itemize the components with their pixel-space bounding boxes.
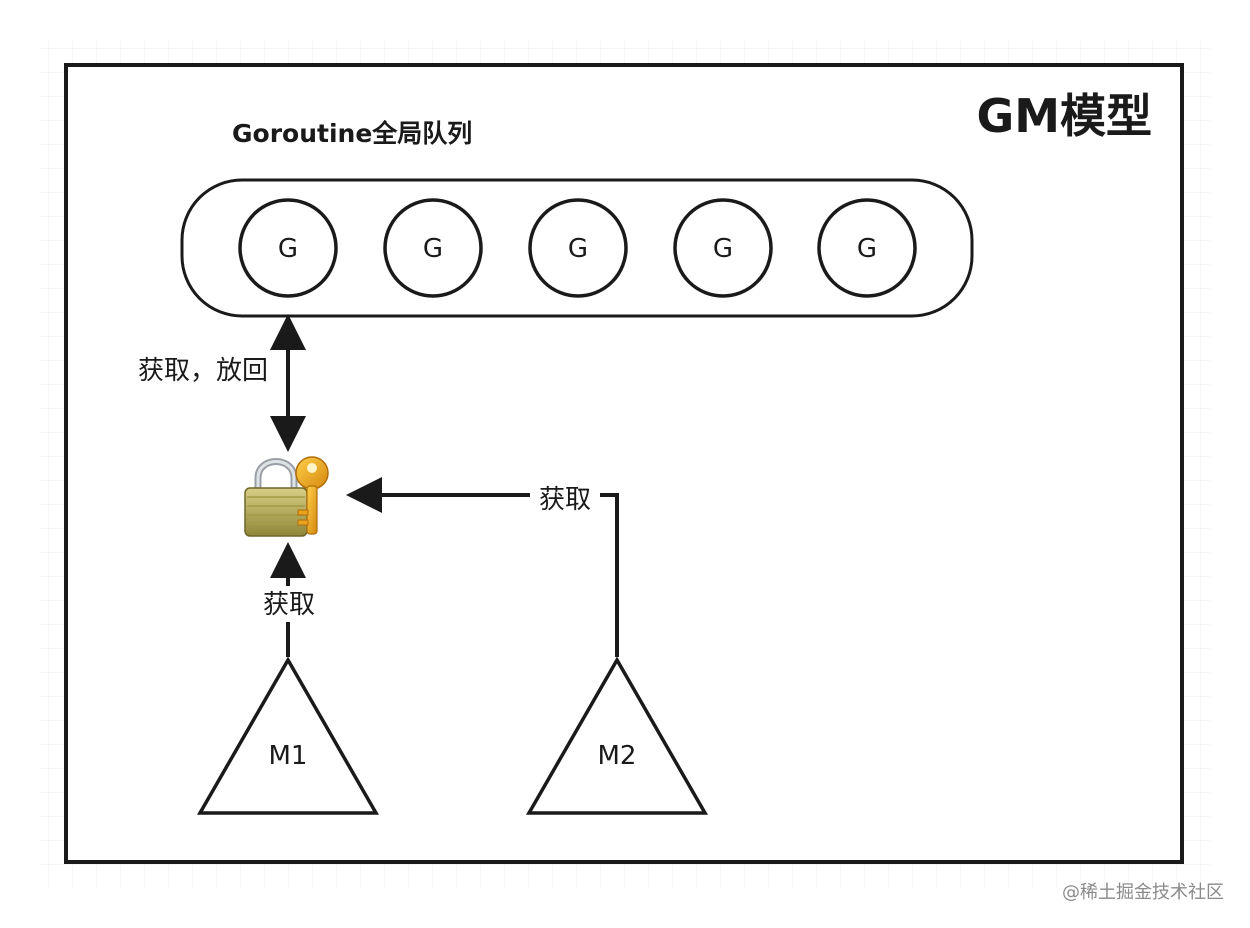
m1-label-bg bbox=[254, 586, 324, 622]
m2-lock-edge-label: 获取 bbox=[539, 485, 591, 515]
goroutine-label: G bbox=[857, 234, 877, 264]
watermark: @稀土掘金技术社区 bbox=[1062, 882, 1224, 903]
goroutine-circle bbox=[673, 198, 773, 298]
lock-with-key-icon bbox=[244, 456, 329, 537]
goroutine-label: G bbox=[568, 234, 588, 264]
m2-lock-arrow bbox=[346, 477, 619, 657]
machine-m1: M1 bbox=[196, 656, 380, 815]
machine-m2: M2 bbox=[525, 656, 709, 815]
goroutine-label: G bbox=[713, 234, 733, 264]
goroutine-circle bbox=[383, 198, 483, 298]
goroutine-4: G bbox=[673, 198, 773, 298]
machine-label: M1 bbox=[269, 741, 308, 771]
goroutine-3: G bbox=[528, 198, 628, 298]
goroutine-5: G bbox=[817, 198, 917, 298]
machine-triangle bbox=[525, 656, 709, 815]
goroutine-circle bbox=[528, 198, 628, 298]
queue-title: Goroutine全局队列 bbox=[232, 119, 472, 148]
queue-lock-edge-label: 获取，放回 bbox=[138, 356, 268, 386]
m2-label-bg bbox=[530, 478, 600, 514]
goroutine-circle bbox=[817, 198, 917, 298]
m1-lock-edge-label: 获取 bbox=[263, 590, 315, 620]
goroutine-label: G bbox=[278, 234, 298, 264]
diagram-title: GM模型 bbox=[976, 89, 1152, 143]
goroutine-circle bbox=[238, 198, 338, 298]
machine-triangle bbox=[196, 656, 380, 815]
goroutine-2: G bbox=[383, 198, 483, 298]
goroutine-label: G bbox=[423, 234, 443, 264]
goroutine-1: G bbox=[238, 198, 338, 298]
machine-label: M2 bbox=[598, 741, 637, 771]
